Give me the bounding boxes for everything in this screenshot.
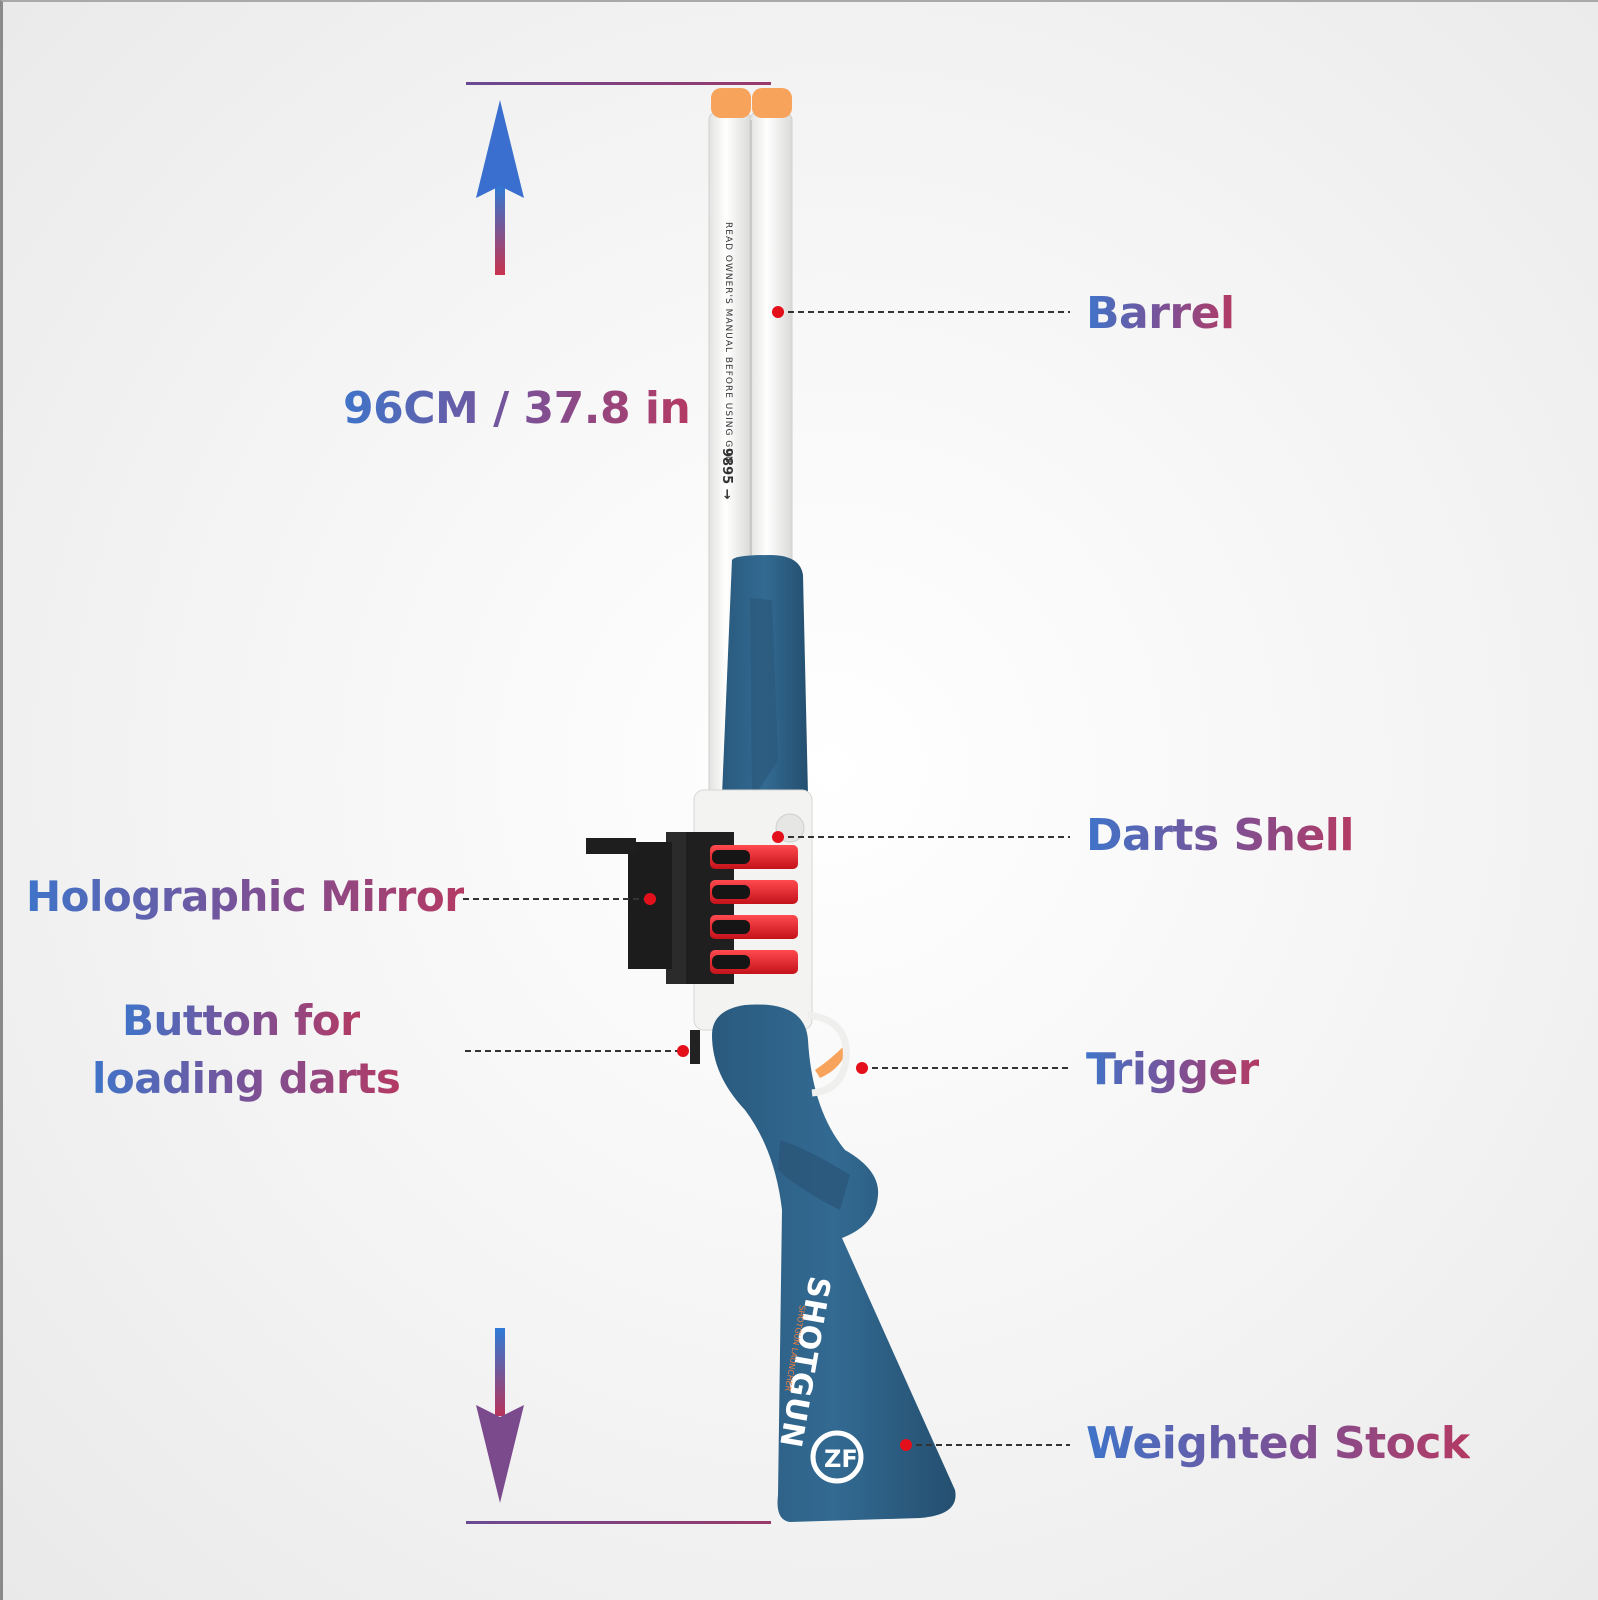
darts-shell-label: Darts Shell xyxy=(1086,810,1354,861)
arrow-down-icon xyxy=(476,1328,524,1503)
barrel-label: Barrel xyxy=(1086,288,1235,339)
button-loading-label-line1: Button for xyxy=(122,996,361,1045)
holographic-mirror-label: Holographic Mirror xyxy=(26,872,465,921)
bottom-dimension-line xyxy=(466,1521,771,1524)
darts-shell-image xyxy=(586,832,798,984)
forend-image xyxy=(722,555,808,818)
top-dimension-line xyxy=(466,82,771,85)
dimension-label: 96CM / 37.8 in xyxy=(343,383,691,434)
trigger-label: Trigger xyxy=(1086,1044,1260,1095)
leader-lines xyxy=(463,311,1070,1446)
stock-logo-text: ZF xyxy=(824,1445,858,1473)
marker-dot-icon xyxy=(644,306,912,1451)
stock-image xyxy=(690,1004,956,1522)
barrel-model-number: 9895 → xyxy=(719,448,734,500)
button-loading-label-line2: loading darts xyxy=(92,1054,401,1103)
barrel-print-text: READ OWNER'S MANUAL BEFORE USING GUN xyxy=(723,222,733,464)
weighted-stock-label: Weighted Stock xyxy=(1086,1418,1470,1469)
arrow-up-icon xyxy=(476,100,524,275)
